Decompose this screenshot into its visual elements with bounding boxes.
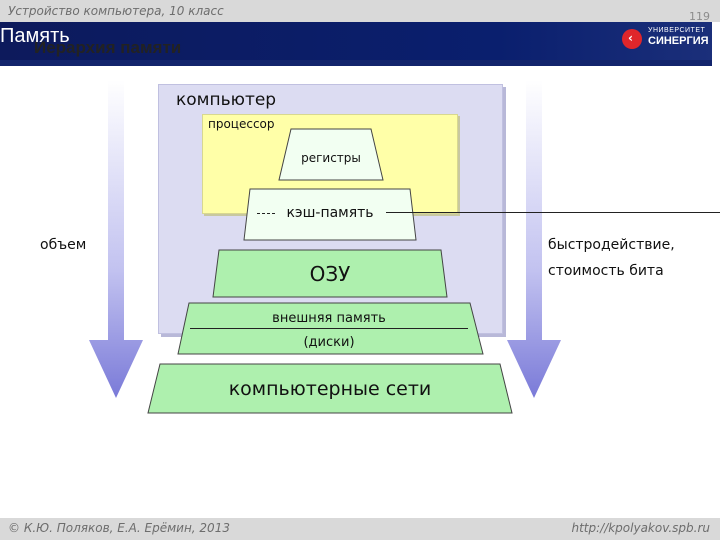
right-down-arrow-icon xyxy=(507,80,561,398)
synergy-logo-icon: ‹ xyxy=(622,29,642,49)
authors-footer: © К.Ю. Поляков, Е.А. Ерёмин, 2013 xyxy=(8,521,230,535)
logo-name: СИНЕРГИЯ xyxy=(648,35,709,47)
logo-caption: УНИВЕРСИТЕТ xyxy=(648,27,706,34)
site-link[interactable]: http://kpolyakov.spb.ru xyxy=(571,521,710,535)
left-down-arrow-icon xyxy=(89,80,143,398)
speed-label: быстродействие, xyxy=(548,237,675,253)
title-bar xyxy=(0,22,712,60)
external-line-top xyxy=(190,328,468,329)
registers-level xyxy=(278,128,384,181)
registers-label: регистры xyxy=(301,151,361,165)
slide-subtitle: Иерархия памяти xyxy=(34,38,182,57)
ram-level xyxy=(212,249,448,298)
ram-label: ОЗУ xyxy=(309,262,351,286)
computer-label: компьютер xyxy=(176,90,277,110)
bit-cost-label: стоимость бита xyxy=(548,263,664,279)
networks-level xyxy=(147,363,513,414)
processor-label: процессор xyxy=(208,117,275,131)
course-label: Устройство компьютера, 10 класс xyxy=(8,4,224,18)
top-bar xyxy=(0,0,720,22)
cache-label: кэш-память xyxy=(286,205,374,221)
external-memory-sublabel: (диски) xyxy=(303,335,355,350)
external-memory-label: внешняя память xyxy=(272,311,386,326)
slide-title: Память xyxy=(0,25,70,47)
networks-label: компьютерные сети xyxy=(228,378,432,400)
page-number: 119 xyxy=(689,10,710,23)
title-underline xyxy=(0,60,712,66)
cache-dash-line xyxy=(257,213,275,215)
volume-label: объем xyxy=(40,237,87,253)
cache-link-line xyxy=(386,212,720,213)
footer-bar xyxy=(0,518,720,540)
cache-level xyxy=(243,188,417,241)
